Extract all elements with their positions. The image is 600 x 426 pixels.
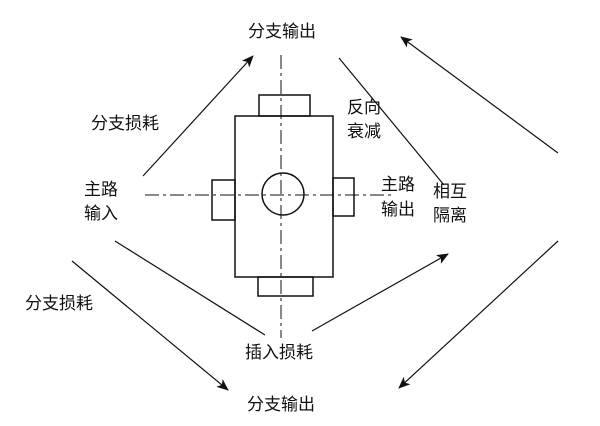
device-body xyxy=(234,115,334,278)
reverse-attenuation-label-line2: 衰减 xyxy=(347,122,381,142)
arrow-input-to-bottom-output xyxy=(71,260,229,391)
bottom-branch-output-label: 分支输出 xyxy=(247,395,315,415)
main-input-label-line1: 主路 xyxy=(84,180,118,200)
arrow-input-to-insertion xyxy=(114,240,266,336)
mutual-isolation-label-line2: 隔离 xyxy=(433,206,467,226)
mutual-isolation-label-line1: 相互 xyxy=(433,182,467,202)
arrow-isolation-lower xyxy=(398,240,559,389)
top-branch-output-label: 分支输出 xyxy=(248,22,316,42)
insertion-loss-label: 插入损耗 xyxy=(245,343,313,363)
bottom-port xyxy=(257,276,314,297)
top-port xyxy=(258,94,311,117)
main-output-label-line1: 主路 xyxy=(381,175,415,195)
left-port xyxy=(211,179,236,221)
reverse-attenuation-label-line1: 反向 xyxy=(347,98,381,118)
right-port xyxy=(332,177,355,217)
arrow-isolation-upper xyxy=(400,36,559,154)
coupler-device xyxy=(211,94,355,297)
arrow-insertion-to-main-output xyxy=(311,253,449,332)
arrow-input-to-top-output xyxy=(142,55,254,177)
signal-arrows xyxy=(71,36,559,391)
main-output-label-line2: 输出 xyxy=(381,200,415,220)
center-hole xyxy=(261,172,305,216)
lower-branch-loss-label: 分支损耗 xyxy=(25,294,93,314)
upper-branch-loss-label: 分支损耗 xyxy=(91,114,159,134)
main-input-label-line2: 输入 xyxy=(84,204,118,224)
arrow-reverse-attenuation xyxy=(338,57,445,186)
